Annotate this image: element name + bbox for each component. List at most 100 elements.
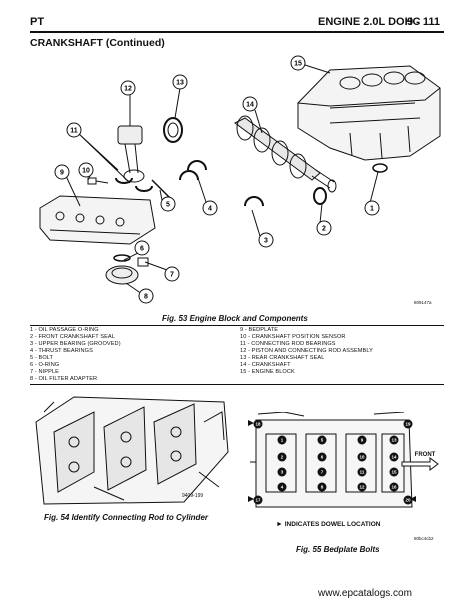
bolt-7: 7 xyxy=(317,467,327,477)
bolt-9: 9 xyxy=(357,435,367,445)
svg-text:4: 4 xyxy=(208,206,212,213)
svg-text:7: 7 xyxy=(170,272,174,279)
callout-14: 14 xyxy=(242,96,258,112)
legend-item: 6 - O-RING xyxy=(30,362,60,368)
dowel-note: ► INDICATES DOWEL LOCATION xyxy=(276,521,380,528)
legend-item: 3 - UPPER BEARING (GROOVED) xyxy=(30,341,121,347)
svg-text:5: 5 xyxy=(166,202,170,209)
bolt-18: 18 xyxy=(253,419,263,429)
svg-text:9: 9 xyxy=(361,438,364,443)
bolt-5: 5 xyxy=(317,435,327,445)
svg-text:10: 10 xyxy=(82,168,90,175)
legend-item: 12 - PISTON AND CONNECTING ROD ASSEMBLY xyxy=(240,348,373,354)
callout-1: 1 xyxy=(364,200,380,216)
front-label: FRONT xyxy=(415,452,436,458)
fig53-caption: Fig. 53 Engine Block and Components xyxy=(162,314,308,323)
fig54-illustration xyxy=(35,396,229,505)
legend-item: 13 - REAR CRANKSHAFT SEAL xyxy=(240,355,325,361)
bolt-17: 17 xyxy=(253,495,263,505)
svg-text:1: 1 xyxy=(281,438,284,443)
bolt-3: 3 xyxy=(277,467,287,477)
legend-item: 5 - BOLT xyxy=(30,355,54,361)
callout-6: 6 xyxy=(134,240,150,256)
crankshaft-drawing xyxy=(234,115,337,193)
legend-item: 9 - BEDPLATE xyxy=(240,327,279,333)
svg-text:19: 19 xyxy=(405,422,411,427)
legend-left-column: 1 - OIL PASSAGE O-RING 2 - FRONT CRANKSH… xyxy=(30,327,121,383)
bolt-20: 20 xyxy=(403,495,413,505)
svg-text:12: 12 xyxy=(359,485,365,490)
bolt-8: 8 xyxy=(317,482,327,492)
callout-11: 11 xyxy=(66,122,82,138)
svg-text:1: 1 xyxy=(370,206,374,213)
fig53-callouts: 15 13 14 12 11 9 10 5 4 3 2 1 6 7 8 xyxy=(54,55,380,304)
fig53-image-code: 809147a xyxy=(414,300,432,305)
header-center: ENGINE 2.0L DOHC xyxy=(318,16,421,28)
bolt-4: 4 xyxy=(277,482,287,492)
svg-text:15: 15 xyxy=(294,61,302,68)
watermark: www.epcatalogs.com xyxy=(318,588,412,599)
fig55-illustration: 1 2 3 4 5 6 7 8 9 10 11 12 13 14 15 16 1… xyxy=(248,412,439,508)
svg-text:13: 13 xyxy=(176,80,184,87)
bolt-14: 14 xyxy=(389,452,399,462)
svg-text:6: 6 xyxy=(140,246,144,253)
legend-item: 2 - FRONT CRANKSHAFT SEAL xyxy=(30,334,115,340)
callout-4: 4 xyxy=(202,200,218,216)
bolt-13: 13 xyxy=(389,435,399,445)
svg-text:10: 10 xyxy=(359,455,365,460)
bolt-2: 2 xyxy=(277,452,287,462)
page-number: 9 - 111 xyxy=(407,16,441,28)
svg-text:15: 15 xyxy=(391,470,397,475)
callout-8: 8 xyxy=(138,288,154,304)
callout-2: 2 xyxy=(316,220,332,236)
callout-12: 12 xyxy=(120,80,136,96)
callout-3: 3 xyxy=(258,232,274,248)
bolt-15: 15 xyxy=(389,467,399,477)
legend-right-column: 9 - BEDPLATE 10 - CRANKSHAFT POSITION SE… xyxy=(240,327,373,376)
svg-text:9: 9 xyxy=(60,170,64,177)
bolt-10: 10 xyxy=(357,452,367,462)
svg-text:18: 18 xyxy=(255,422,261,427)
svg-text:12: 12 xyxy=(124,86,132,93)
svg-text:11: 11 xyxy=(70,128,78,135)
svg-text:6: 6 xyxy=(321,455,324,460)
legend-item: 4 - THRUST BEARINGS xyxy=(30,348,93,354)
svg-text:17: 17 xyxy=(255,498,261,503)
svg-text:16: 16 xyxy=(391,485,397,490)
callout-7: 7 xyxy=(164,266,180,282)
bolt-16: 16 xyxy=(389,482,399,492)
legend-item: 10 - CRANKSHAFT POSITION SENSOR xyxy=(240,334,346,340)
section-title: CRANKSHAFT (Continued) xyxy=(30,37,165,49)
header-rule xyxy=(30,31,444,33)
fig53-illustration: 15 13 14 12 11 9 10 5 4 3 2 1 6 7 8 xyxy=(39,55,441,304)
svg-text:11: 11 xyxy=(360,470,365,475)
svg-text:3: 3 xyxy=(264,238,268,245)
legend-item: 8 - OIL FILTER ADAPTER xyxy=(30,376,98,382)
callout-15: 15 xyxy=(290,55,306,71)
fig54-caption: Fig. 54 Identify Connecting Rod to Cylin… xyxy=(44,513,209,522)
svg-text:14: 14 xyxy=(391,455,397,460)
svg-text:5: 5 xyxy=(321,438,324,443)
svg-text:8: 8 xyxy=(321,485,324,490)
svg-text:8: 8 xyxy=(144,294,148,301)
callout-9: 9 xyxy=(54,164,70,180)
svg-text:14: 14 xyxy=(246,102,254,109)
dowel-note-text: INDICATES DOWEL LOCATION xyxy=(284,521,381,528)
svg-text:7: 7 xyxy=(321,470,324,475)
dowel-arrow-icon: ► xyxy=(276,521,283,528)
legend-item: 11 - CONNECTING ROD BEARINGS xyxy=(240,341,336,347)
bedplate-drawing xyxy=(39,195,156,245)
bolt-11: 11 xyxy=(357,467,367,477)
fig55-bolt-callouts: 1 2 3 4 5 6 7 8 9 10 11 12 13 14 15 16 1… xyxy=(253,419,413,505)
fig55-image-code: 80bc4cb2 xyxy=(414,536,434,541)
svg-text:3: 3 xyxy=(281,470,284,475)
svg-text:2: 2 xyxy=(281,455,284,460)
header-left: PT xyxy=(30,16,45,28)
svg-text:20: 20 xyxy=(405,498,411,503)
fig55-caption: Fig. 55 Bedplate Bolts xyxy=(296,545,380,554)
legend-top-rule xyxy=(30,325,444,326)
legend-bottom-rule xyxy=(30,384,444,385)
svg-text:13: 13 xyxy=(391,438,397,443)
legend-item: 1 - OIL PASSAGE O-RING xyxy=(30,327,99,333)
callout-13: 13 xyxy=(172,74,188,90)
